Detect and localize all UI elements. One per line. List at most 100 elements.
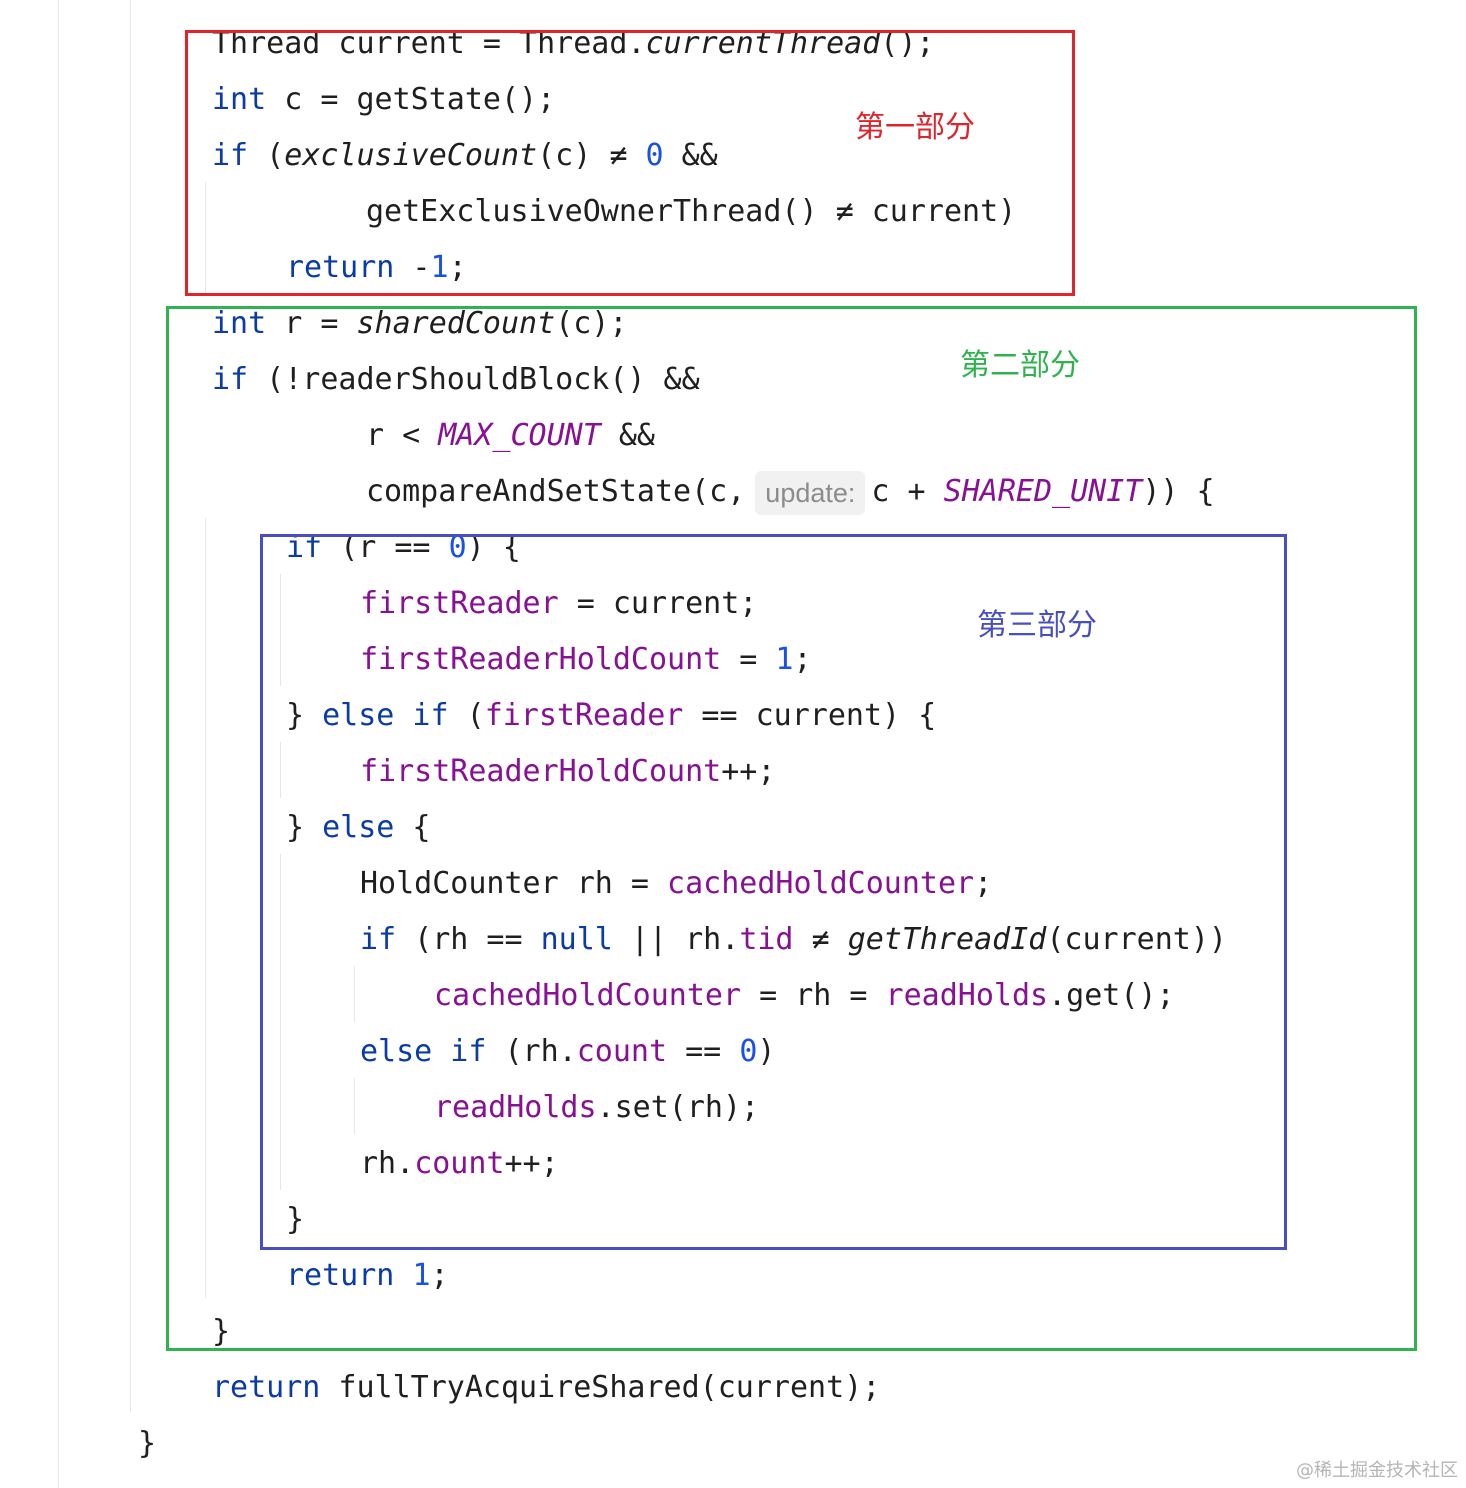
code-line: } — [0, 1192, 304, 1248]
part2-highlight-box — [166, 306, 1417, 1351]
code-token: c + — [871, 474, 944, 509]
code-token: r = — [266, 306, 357, 341]
code-token: count — [414, 1146, 505, 1181]
code-token: .get(); — [1048, 978, 1175, 1013]
code-token: else — [322, 810, 395, 845]
code-token: ) { — [466, 530, 521, 565]
code-line: } — [0, 1416, 156, 1472]
part2-label: 第二部分 — [960, 348, 1080, 383]
indent-guide — [205, 182, 206, 294]
code-line: } else if (firstReader == current) { — [0, 688, 936, 744]
code-token: 0 — [645, 138, 664, 173]
code-token: == — [667, 1034, 740, 1069]
code-token: && — [600, 418, 655, 453]
code-line: int r = sharedCount(c); — [0, 296, 627, 352]
code-token: (!readerShouldBlock() && — [248, 362, 700, 397]
code-token: (rh == — [396, 922, 541, 957]
code-token: count — [576, 1034, 668, 1069]
code-token: ; — [793, 642, 812, 677]
code-token: cachedHoldCounter — [434, 978, 742, 1013]
code-token: readHolds — [434, 1090, 597, 1125]
part1-label: 第一部分 — [855, 110, 975, 145]
code-line: compareAndSetState(c,update:c + SHARED_U… — [0, 464, 1215, 520]
code-token: rh. — [360, 1146, 415, 1181]
code-token: null — [540, 922, 613, 957]
indent-guide — [205, 518, 206, 1298]
code-token: } — [286, 810, 323, 845]
code-token: = rh = — [741, 978, 886, 1013]
code-line: cachedHoldCounter = rh = readHolds.get()… — [0, 968, 1175, 1024]
code-token: } — [212, 1314, 231, 1349]
code-token: else if — [322, 698, 449, 733]
code-token: ( — [448, 698, 485, 733]
code-token: SHARED_UNIT — [943, 474, 1143, 509]
code-token: MAX_COUNT — [438, 418, 601, 453]
code-token: exclusiveCount — [284, 138, 538, 173]
code-token: firstReader — [360, 586, 559, 621]
code-line: firstReaderHoldCount++; — [0, 744, 775, 800]
code-token: getThreadId — [847, 922, 1047, 957]
code-token: || rh. — [612, 922, 740, 957]
code-line: HoldCounter rh = cachedHoldCounter; — [0, 856, 992, 912]
code-token: tid — [739, 922, 794, 957]
code-token: return — [286, 250, 395, 285]
code-token: ; — [974, 866, 993, 901]
code-token: ; — [430, 1258, 449, 1293]
code-token: ( — [248, 138, 285, 173]
code-token: ) — [757, 1034, 776, 1069]
part3-highlight-box — [260, 534, 1287, 1250]
code-line: rh.count++; — [0, 1136, 559, 1192]
code-token: ++; — [721, 754, 776, 789]
code-token: = current; — [558, 586, 758, 621]
code-token: 0 — [739, 1034, 758, 1069]
code-token: == current) { — [683, 698, 937, 733]
part1-highlight-box — [185, 30, 1075, 296]
indent-guide — [58, 0, 59, 1488]
code-line: if (!readerShouldBlock() && — [0, 352, 700, 408]
code-token: } — [138, 1426, 157, 1461]
code-token: fullTryAcquireShared(current); — [320, 1370, 881, 1405]
code-token: { — [394, 810, 431, 845]
code-token: (c) ≠ — [537, 138, 646, 173]
indent-guide — [280, 854, 281, 1190]
code-token: if — [360, 922, 397, 957]
indent-guide — [354, 1078, 355, 1134]
code-token: (rh. — [486, 1034, 577, 1069]
code-token: compareAndSetState(c, — [366, 474, 746, 509]
code-token: (current)) — [1046, 922, 1227, 957]
code-token: .set(rh); — [596, 1090, 760, 1125]
code-line: else if (rh.count == 0) — [0, 1024, 775, 1080]
code-line: return -1; — [0, 240, 467, 296]
code-line: } else { — [0, 800, 431, 856]
code-line: readHolds.set(rh); — [0, 1080, 759, 1136]
code-token: 0 — [448, 530, 467, 565]
indent-guide — [280, 574, 281, 686]
code-token: return — [286, 1258, 395, 1293]
code-token: 1 — [412, 1258, 431, 1293]
code-token: c = getState(); — [266, 82, 556, 117]
code-token: else if — [360, 1034, 487, 1069]
code-line: return 1; — [0, 1248, 449, 1304]
code-token: readHolds — [885, 978, 1049, 1013]
part3-label: 第三部分 — [977, 608, 1097, 643]
code-token: return — [212, 1370, 321, 1405]
code-line: return fullTryAcquireShared(current); — [0, 1360, 880, 1416]
code-token: r < — [366, 418, 439, 453]
code-token: 1 — [430, 250, 449, 285]
code-token: ; — [448, 250, 467, 285]
code-line: if (exclusiveCount(c) ≠ 0 && — [0, 128, 718, 184]
code-token: )) { — [1142, 474, 1215, 509]
code-token: 1 — [775, 642, 794, 677]
code-token: && — [663, 138, 718, 173]
code-token: if — [212, 138, 249, 173]
code-token: int — [212, 306, 267, 341]
code-line: getExclusiveOwnerThread() ≠ current) — [0, 184, 1016, 240]
code-token: cachedHoldCounter — [667, 866, 975, 901]
code-token: firstReaderHoldCount — [360, 642, 722, 677]
code-line: int c = getState(); — [0, 72, 555, 128]
code-token: ≠ — [793, 922, 848, 957]
code-line: firstReader = current; — [0, 576, 757, 632]
watermark: @稀土掘金技术社区 — [1296, 1460, 1458, 1481]
indent-guide — [280, 742, 281, 798]
code-token: HoldCounter rh = — [360, 866, 668, 901]
